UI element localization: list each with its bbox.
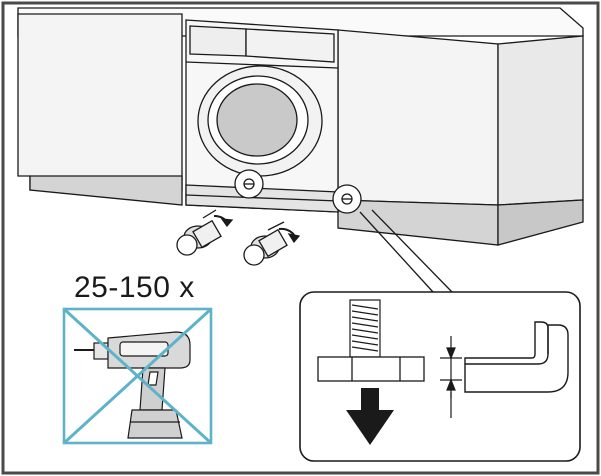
front-foot-marker-right — [332, 184, 362, 214]
down-arrow-icon — [346, 388, 394, 445]
front-foot-marker-left — [234, 169, 264, 199]
callout-leader — [359, 209, 453, 293]
cross-line-2 — [62, 307, 213, 445]
height-dimension — [440, 336, 462, 418]
spanner-icon — [464, 321, 569, 393]
foot-nut — [317, 356, 425, 382]
adjustable-foot-icon — [176, 209, 301, 266]
rotation-count-label: 25-150 x — [74, 271, 195, 304]
warning-frame — [62, 307, 213, 445]
cordless-drill-icon — [74, 331, 191, 439]
detail-callout-panel — [299, 291, 581, 462]
washing-machine — [185, 19, 339, 213]
threaded-bolt — [349, 299, 381, 358]
cabinet-row — [17, 7, 584, 246]
no-power-drill-warning — [62, 307, 213, 445]
porthole-glass — [216, 83, 298, 157]
